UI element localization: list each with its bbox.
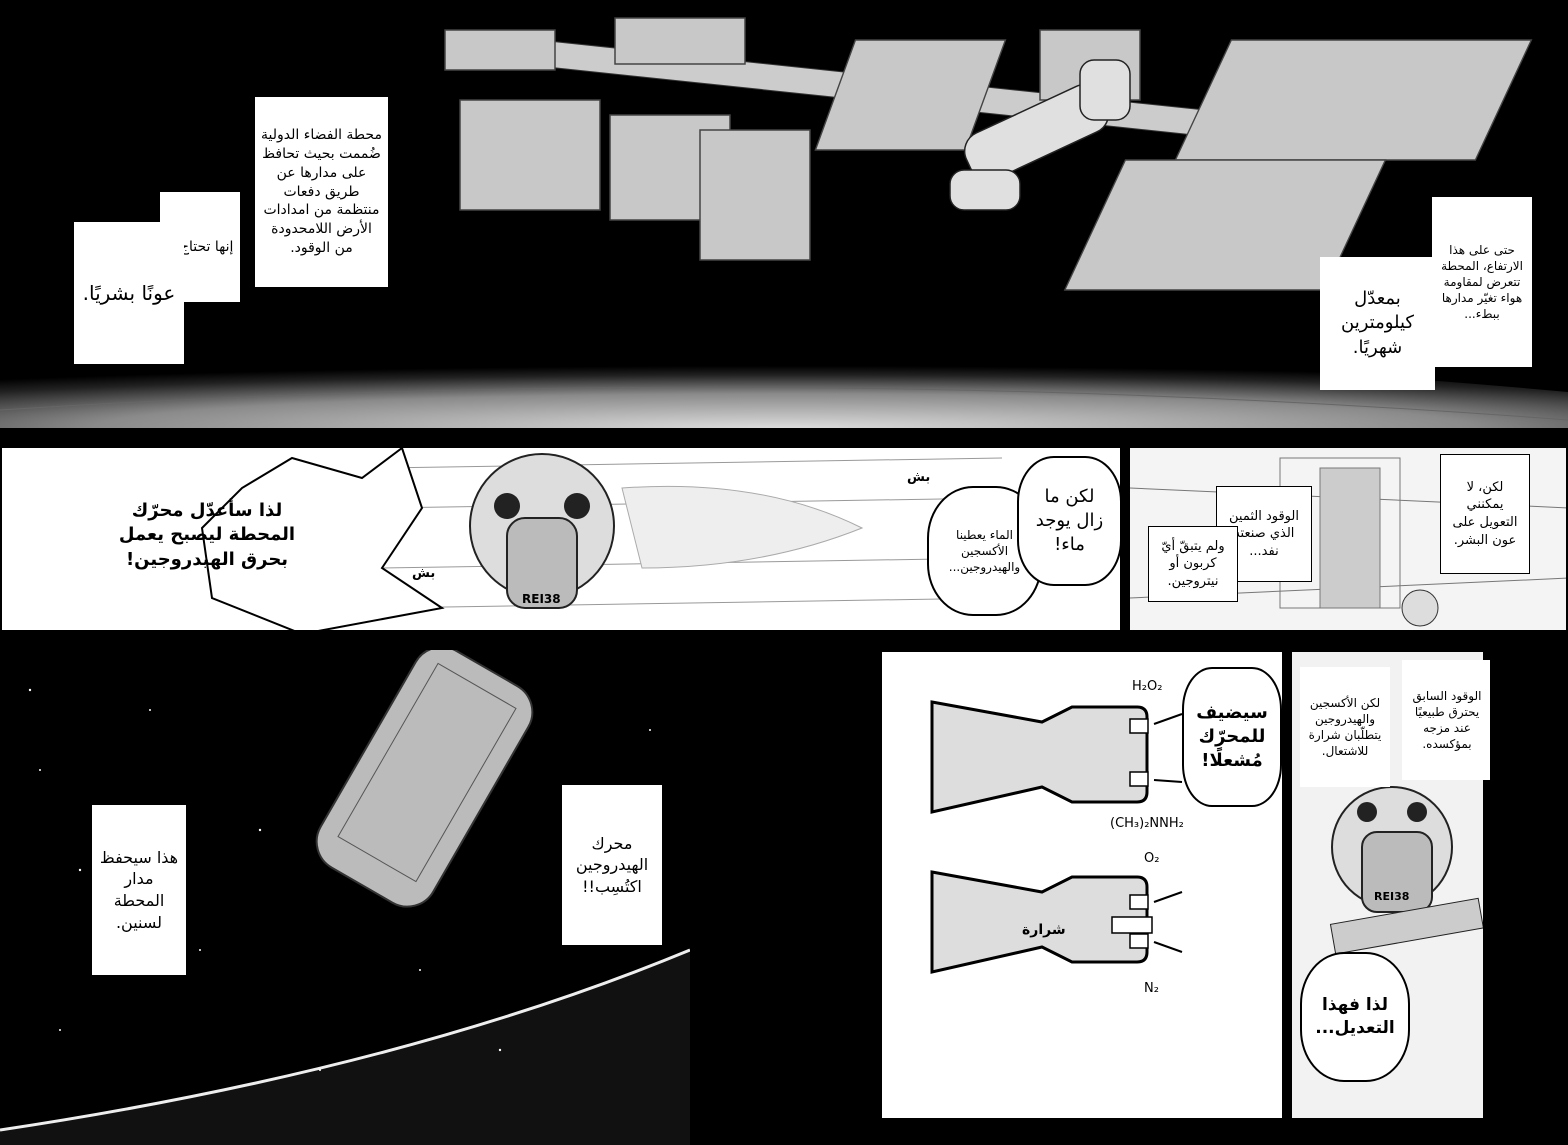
caption-rate: بمعدّل كيلومترين شهريًا. [1320,257,1435,390]
caption-human-help-text: عونًا بشريًا. [82,280,176,305]
panel-station-orbit-saved: هذا سيحفظ مدار المحطة لسنين. محرك الهيدر… [0,650,690,1145]
caption-old-fuel-text: الوقود السابق يحترق طبيعيًا عند مزجه بمؤ… [1412,688,1482,752]
page-margin [1490,640,1568,1145]
caption-iss-thrust-text: محطة الفضاء الدولية ضُممت بحيث تحافظ على… [261,126,382,257]
bubble-still-water: لكن ما زال يوجد ماء! [1017,456,1120,586]
panel-station-interior: لكن، لا يمكنني التعويل على عون البشر. ال… [1128,446,1568,632]
caption-modify-engine: لذا سأعدّل محرّك المحطة ليصبح يعمل بحرق … [112,468,302,603]
bubble-modification: لذا فهذا التعديل... [1300,952,1410,1082]
robot-modification-illustration: REI38 [1329,786,1483,955]
robot-thrust-illustration: REI38 [200,448,1003,630]
caption-cannot-rely: لكن، لا يمكنني التعويل على عون البشر. [1440,454,1530,574]
label-fuel: (CH₃)₂NNH₂ [1110,816,1184,831]
bubble-modification-text: لذا فهذا التعديل... [1315,995,1395,1038]
caption-cannot-rely-text: لكن، لا يمكنني التعويل على عون البشر. [1452,479,1518,548]
caption-old-fuel: الوقود السابق يحترق طبيعيًا عند مزجه بمؤ… [1402,660,1492,780]
panel-engine-diagram: H₂O₂ (CH₃)₂NNH₂ O₂ N₂ شرارة سيضيف للمحرّ… [880,650,1284,1120]
caption-preserve-orbit: هذا سيحفظ مدار المحطة لسنين. [92,805,186,975]
caption-human-help: عونًا بشريًا. [74,222,184,364]
engine-diagram-illustration: H₂O₂ (CH₃)₂NNH₂ O₂ N₂ شرارة [930,679,1184,996]
caption-fuel-gone-text: الوقود الثمين الذي صنعته نفد... [1229,508,1299,559]
caption-altitude-text: حتى على هذا الارتفاع، المحطة تتعرض لمقاو… [1441,242,1523,322]
robot-label-mid: REI38 [522,592,561,606]
caption-rate-text: بمعدّل كيلومترين شهريًا. [1341,288,1414,358]
label-spark: شرارة [1022,922,1066,938]
label-o2: O₂ [1144,851,1159,866]
station-space-illustration [0,650,690,1145]
caption-hydrogen-engine-text: محرك الهيدروجين اكتُسِب!! [575,833,649,896]
caption-modify-engine-text: لذا سأعدّل محرّك المحطة ليصبح يعمل بحرق … [118,500,296,570]
caption-hydrogen-engine: محرك الهيدروجين اكتُسِب!! [562,785,662,945]
bubble-water-gives-text: الماء يعطينا الأكسجين والهيدروجين... [948,527,1021,575]
sfx-push-2: بش [412,566,436,581]
caption-no-carbon-text: ولم يتبقّ أيّ كربون أو نيتروجين. [1161,538,1225,589]
iss-illustration [0,17,1568,428]
caption-no-carbon: ولم يتبقّ أيّ كربون أو نيتروجين. [1148,526,1238,602]
label-h2o2: H₂O₂ [1132,679,1162,694]
caption-need-spark: لكن الأكسجين والهيدروجين يتطلّبان شرارة … [1300,667,1390,787]
panel-iss-orbit: محطة الفضاء الدولية ضُممت بحيث تحافظ على… [0,0,1568,428]
robot-label-bottom: REI38 [1374,890,1409,903]
panel-robot-thrust: REI38 لذا سأعدّل محرّك المحطة ليصبح يعمل… [0,446,1122,632]
label-n2: N₂ [1144,981,1159,996]
caption-preserve-orbit-text: هذا سيحفظ مدار المحطة لسنين. [99,847,179,932]
caption-iss-thrust: محطة الفضاء الدولية ضُممت بحيث تحافظ على… [255,97,388,287]
bubble-igniter-text: سيضيف للمحرّك مُشعلًا! [1196,701,1268,772]
bubble-still-water-text: لكن ما زال يوجد ماء! [1035,485,1104,556]
bubble-igniter: سيضيف للمحرّك مُشعلًا! [1182,667,1282,807]
interior-illustration [1130,457,1566,627]
sfx-push-1: بش [907,470,931,485]
caption-need-spark-text: لكن الأكسجين والهيدروجين يتطلّبان شرارة … [1308,695,1382,759]
caption-altitude: حتى على هذا الارتفاع، المحطة تتعرض لمقاو… [1432,197,1532,367]
